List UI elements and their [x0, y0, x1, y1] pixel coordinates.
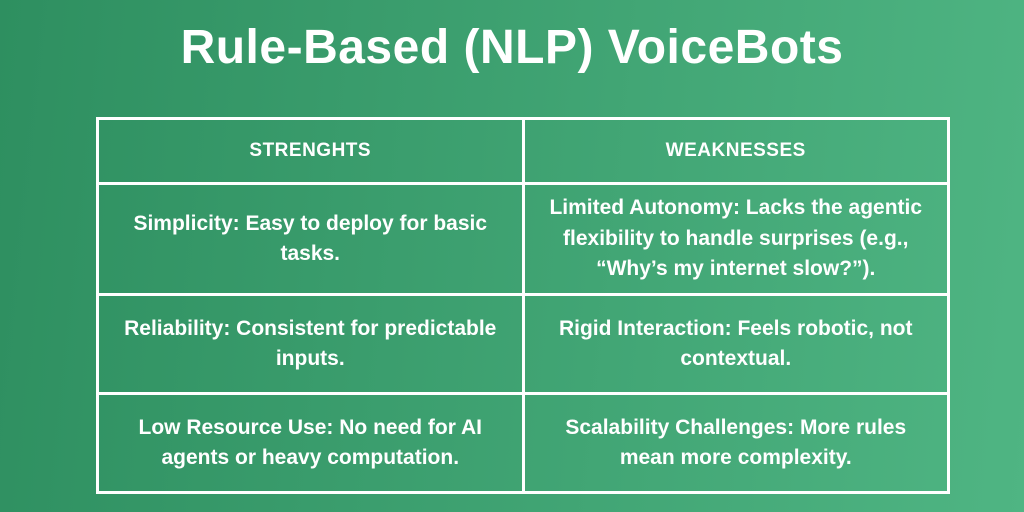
cell-weakness-rigid-interaction: Rigid Interaction: Feels robotic, not co… — [521, 293, 950, 395]
cell-strength-low-resource: Low Resource Use: No need for AI agents … — [96, 392, 525, 494]
page-title: Rule-Based (NLP) VoiceBots — [180, 21, 844, 74]
column-header-weaknesses: WEAKNESSES — [521, 117, 950, 185]
table-header-row: STRENGHTS WEAKNESSES — [96, 117, 950, 185]
table-row: Simplicity: Easy to deploy for basic tas… — [96, 182, 950, 296]
column-header-strengths: STRENGHTS — [96, 117, 525, 185]
table-row: Low Resource Use: No need for AI agents … — [96, 392, 950, 494]
cell-strength-reliability: Reliability: Consistent for predictable … — [96, 293, 525, 395]
table-row: Reliability: Consistent for predictable … — [96, 293, 950, 395]
cell-strength-simplicity: Simplicity: Easy to deploy for basic tas… — [96, 182, 525, 296]
cell-weakness-scalability: Scalability Challenges: More rules mean … — [521, 392, 950, 494]
cell-weakness-limited-autonomy: Limited Autonomy: Lacks the agentic flex… — [521, 182, 950, 296]
comparison-table: STRENGHTS WEAKNESSES Simplicity: Easy to… — [96, 117, 950, 494]
